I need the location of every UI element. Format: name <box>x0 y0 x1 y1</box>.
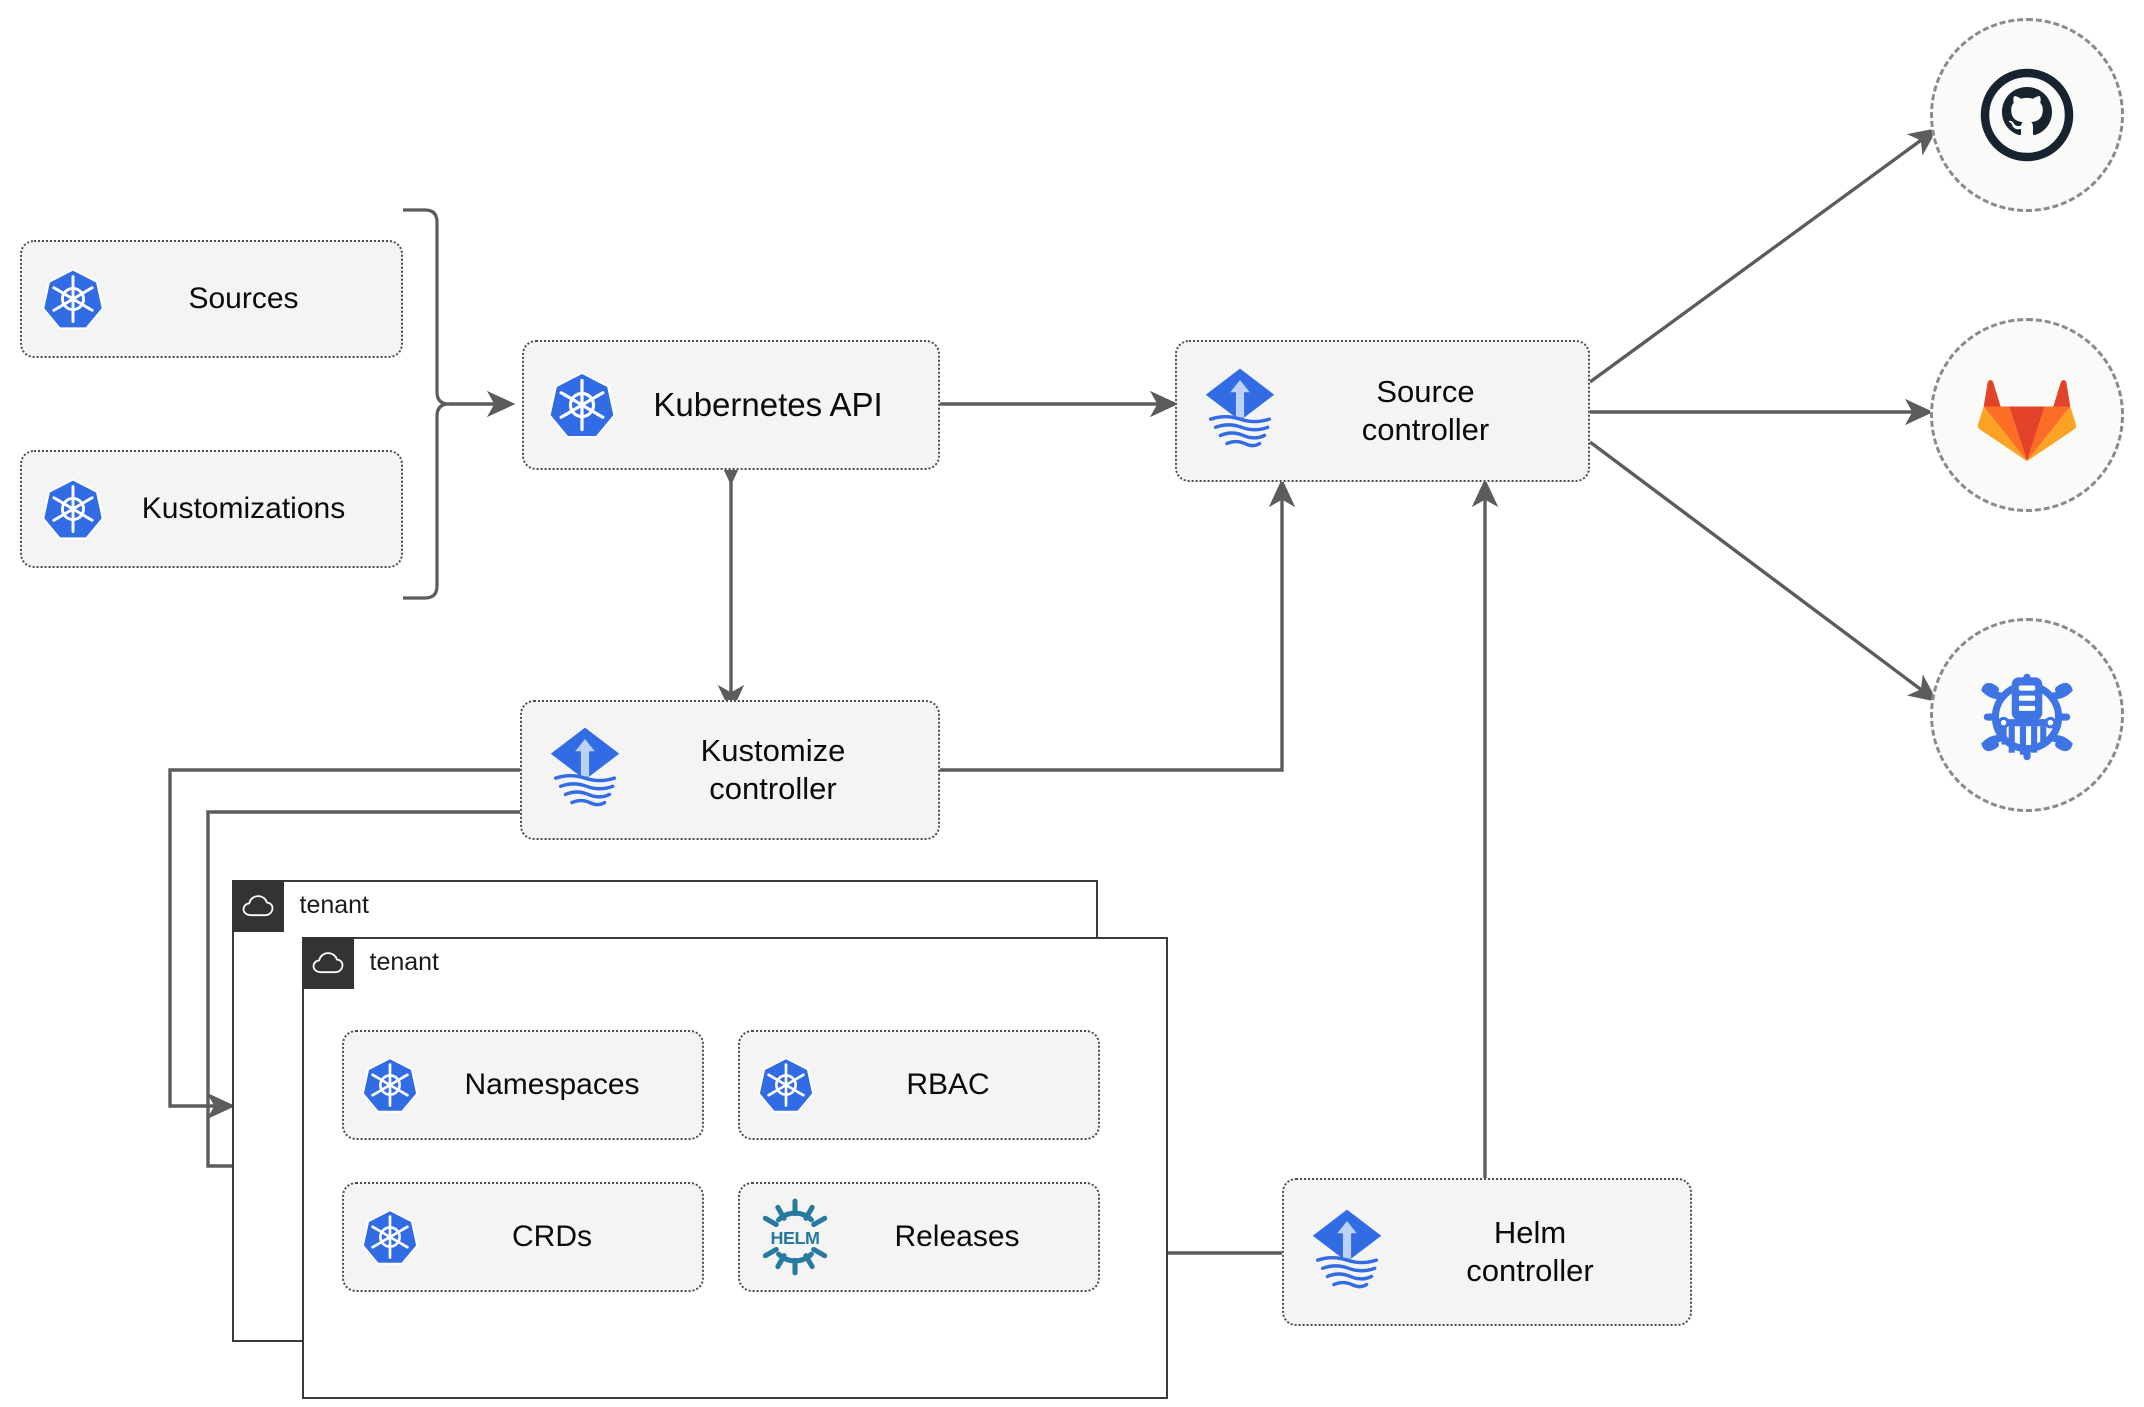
edge-source-to-github <box>1588 127 1938 384</box>
flux-icon <box>1306 1208 1388 1296</box>
cloud-icon <box>301 936 354 989</box>
tenant-inner-label: tenant <box>369 948 440 976</box>
tenant-inner-header: tenant <box>301 936 440 989</box>
node-helm-controller-label: Helm controller <box>1466 1215 1594 1288</box>
node-sources[interactable]: Sources <box>20 240 403 358</box>
provider-bucket[interactable] <box>1930 618 2124 812</box>
node-namespaces[interactable]: Namespaces <box>342 1030 704 1140</box>
node-namespaces-label: Namespaces <box>464 1067 640 1101</box>
node-releases-label: Releases <box>894 1219 1020 1253</box>
provider-github[interactable] <box>1930 18 2124 212</box>
node-kubernetes-api-label: Kubernetes API <box>653 385 883 423</box>
edge-kustomize-to-source <box>940 478 1296 772</box>
kubernetes-icon <box>360 1207 420 1267</box>
svg-text:HELM: HELM <box>771 1228 820 1248</box>
node-kustomizations-label: Kustomizations <box>141 491 346 525</box>
tenant-outer-label: tenant <box>299 891 370 919</box>
helm-icon: HELM <box>756 1198 834 1276</box>
node-rbac-label: RBAC <box>906 1067 990 1101</box>
cloud-icon <box>231 879 284 932</box>
node-kustomize-controller[interactable]: Kustomize controller <box>520 700 940 840</box>
node-kubernetes-api[interactable]: Kubernetes API <box>522 340 940 470</box>
kubernetes-icon <box>360 1055 420 1115</box>
kubernetes-icon <box>40 476 106 542</box>
node-sources-label: Sources <box>188 281 299 315</box>
node-source-controller[interactable]: Source controller <box>1175 340 1590 482</box>
node-helm-controller[interactable]: Helm controller <box>1282 1178 1692 1326</box>
group-bracket <box>403 208 450 600</box>
node-rbac[interactable]: RBAC <box>738 1030 1100 1140</box>
github-icon <box>1980 68 2074 162</box>
kubernetes-icon <box>546 369 618 441</box>
node-releases[interactable]: HELM Releases <box>738 1182 1100 1292</box>
node-crds-label: CRDs <box>512 1219 592 1253</box>
node-kustomizations[interactable]: Kustomizations <box>20 450 403 568</box>
tenant-outer-header: tenant <box>231 879 370 932</box>
node-kustomize-controller-label: Kustomize controller <box>700 733 846 806</box>
kubernetes-icon <box>40 266 106 332</box>
provider-gitlab[interactable] <box>1930 318 2124 512</box>
kubernetes-icon <box>756 1055 816 1115</box>
flux-icon <box>544 726 626 814</box>
node-source-controller-label: Source controller <box>1361 374 1490 447</box>
gitlab-icon <box>1977 380 2077 462</box>
tenant-inner-container: tenant <box>301 936 1168 1399</box>
flux-icon <box>1199 367 1281 455</box>
bucket-icon <box>1981 673 2073 761</box>
edge-source-to-bucket <box>1588 440 1938 703</box>
node-crds[interactable]: CRDs <box>342 1182 704 1292</box>
